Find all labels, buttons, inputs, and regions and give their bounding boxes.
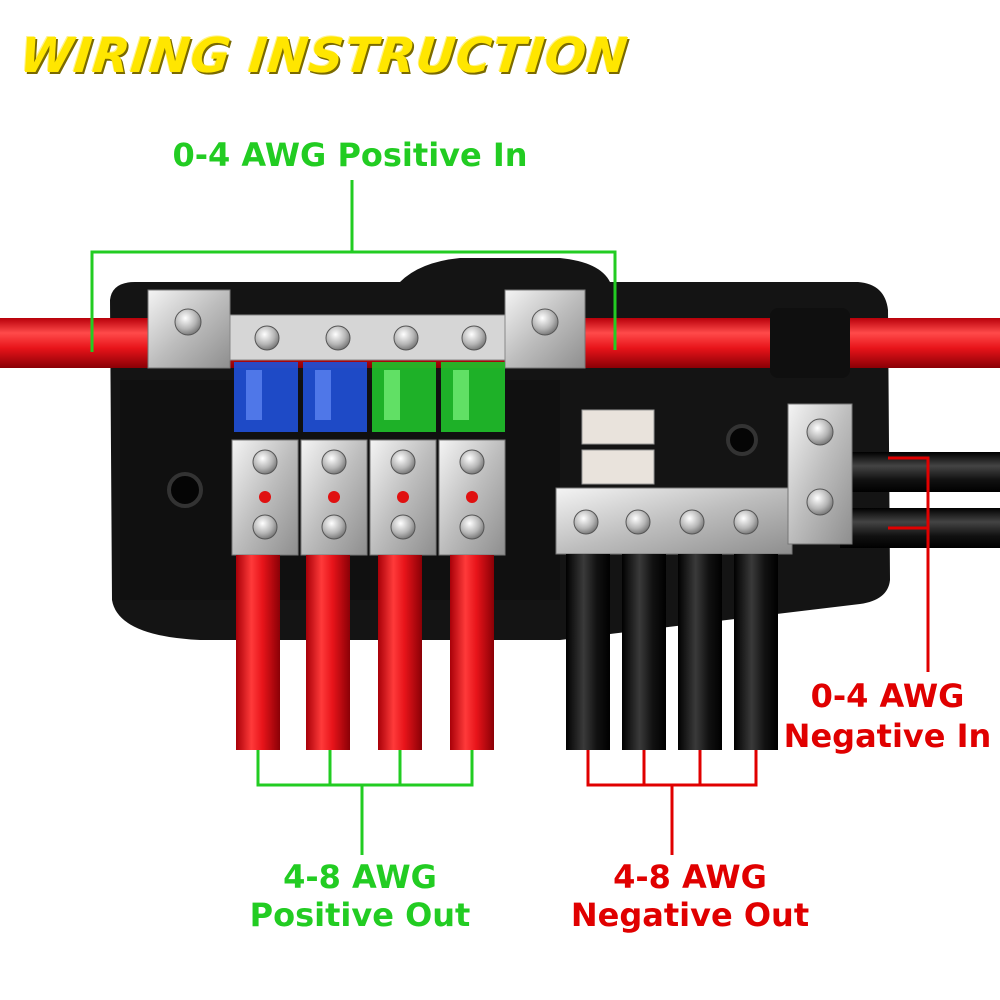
fuse-green-2 [441, 362, 505, 432]
indicator-led [259, 491, 271, 503]
negative-busbar-screws [573, 509, 759, 535]
positive-in-label: 0-4 AWG Positive In [172, 136, 528, 174]
mounting-hole-right [726, 424, 758, 456]
negative-in-label: 0-4 AWG Negative In [780, 676, 995, 756]
negative-in-text: Negative In [783, 717, 992, 755]
positive-output-wires [236, 555, 494, 750]
negative-out-label: 4-8 AWG Negative Out [540, 858, 840, 934]
positive-out-callout [256, 750, 474, 855]
fuse-blue-2 [303, 362, 367, 432]
busbar-screws [254, 325, 487, 351]
negative-out-text: Negative Out [570, 896, 810, 934]
negative-in-gauge: 0-4 AWG [810, 677, 965, 715]
positive-out-text: Positive Out [249, 896, 471, 934]
negative-in-callout [888, 456, 930, 672]
fuse-green-1 [372, 362, 436, 432]
indicator-led [466, 491, 478, 503]
positive-out-label: 4-8 AWG Positive Out [210, 858, 510, 934]
indicator-led [328, 491, 340, 503]
indicator-led [397, 491, 409, 503]
negative-out-gauge: 4-8 AWG [613, 858, 767, 896]
negative-output-wires [566, 554, 778, 750]
spare-fuse-2 [581, 449, 655, 485]
positive-output-terminals [231, 439, 506, 556]
mounting-hole-left [167, 472, 203, 508]
wire-clip [770, 308, 850, 378]
spare-fuse-1 [581, 409, 655, 445]
negative-out-callout [586, 750, 758, 855]
fuse-blue-1 [234, 362, 298, 432]
fuses [234, 362, 505, 432]
positive-out-gauge: 4-8 AWG [283, 858, 437, 896]
positive-in-callout [90, 180, 617, 352]
